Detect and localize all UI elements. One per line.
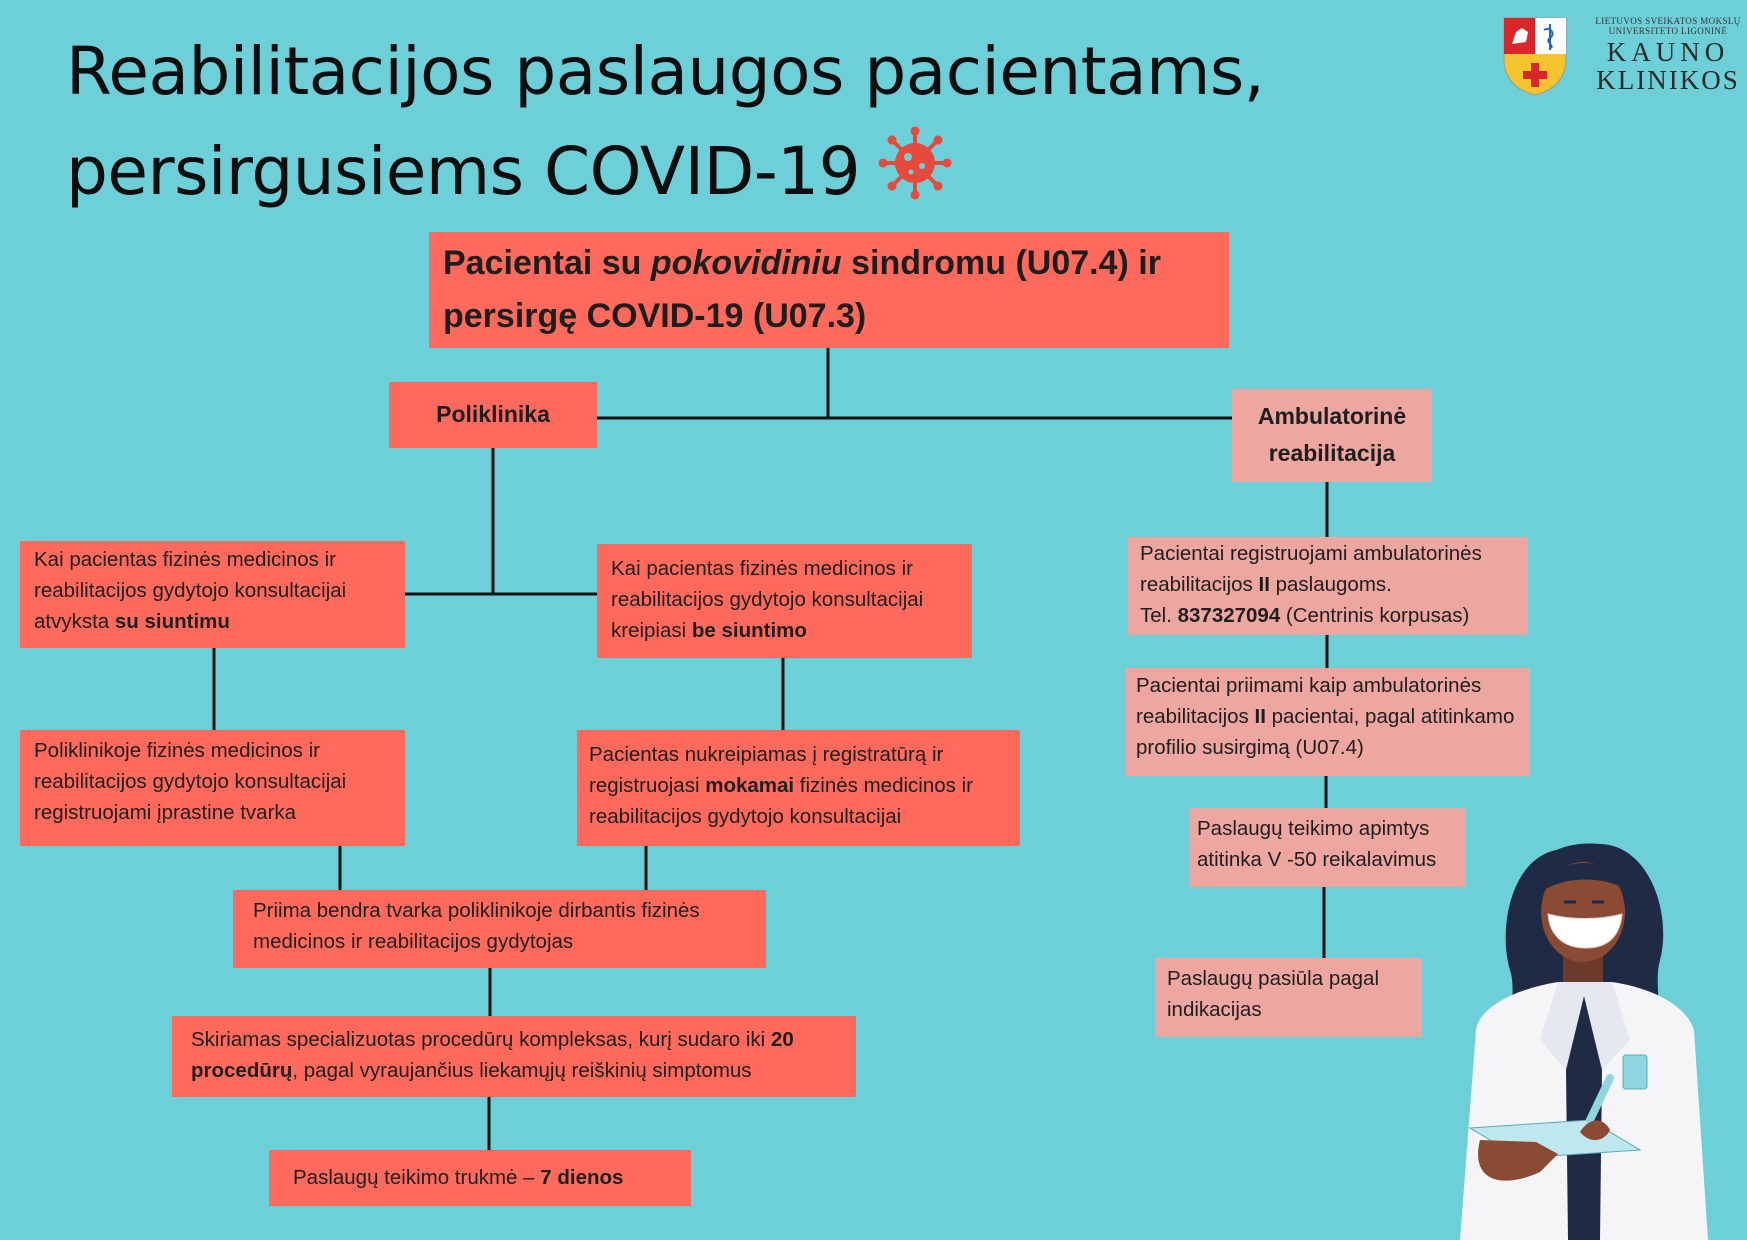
amb-reg-text-3: Tel. (1140, 604, 1178, 627)
amb-reg-text-4: (Centrinis korpusas) (1280, 604, 1470, 627)
scope-box: Paslaugų teikimo apimtys atitinka V -50 … (1189, 808, 1466, 887)
registered-normal-text: Poliklinikoje fizinės medicinos ir reabi… (34, 739, 347, 824)
with-referral-text: Kai pacientas fizinės medicinos ir reabi… (34, 548, 347, 633)
without-referral-box: Kai pacientas fizinės medicinos ir reabi… (597, 544, 972, 658)
amb-acc-text-1: Pacientai priimami kaip ambulatorinės re… (1136, 674, 1482, 728)
complex-bold: 20 procedūrų (191, 1028, 794, 1082)
duration-text: Paslaugų teikimo trukmė – (293, 1166, 541, 1189)
with-referral-bold: su siuntimu (114, 610, 230, 633)
amb-reg-text-2: paslaugoms. (1269, 573, 1392, 596)
root-text-1: Pacientai su (443, 244, 651, 282)
title-line-2-text: persirgusiems COVID-19 (66, 133, 861, 210)
paid-text-2: fizinės medicinos ir reabilitacijos gydy… (589, 774, 973, 828)
offer-text: Paslaugų pasiūla pagal indikacijas (1167, 967, 1379, 1021)
ambulatory-label: Ambulatorinė reabilitacija (1257, 403, 1407, 466)
root-box: Pacientai su pokovidiniu sindromu (U07.4… (429, 232, 1229, 348)
registered-normal-box: Poliklinikoje fizinės medicinos ir reabi… (20, 730, 405, 846)
logo-line-1: KAUNO (1606, 37, 1730, 67)
accepted-box: Priima bendra tvarka poliklinikoje dirba… (233, 890, 766, 968)
without-referral-bold: be siuntimo (691, 619, 807, 642)
ambulatory-accepted-box: Pacientai priimami kaip ambulatorinės re… (1126, 668, 1530, 776)
accepted-text: Priima bendra tvarka poliklinikoje dirba… (253, 899, 700, 953)
root-text-italic: pokovidiniu (650, 244, 842, 282)
amb-acc-bold: II (1254, 705, 1266, 728)
procedure-complex-box: Skiriamas specializuotas procedūrų kompl… (172, 1016, 856, 1097)
page-title: Reabilitacijos paslaugos pacientams, per… (66, 22, 1265, 222)
offer-box: Paslaugų pasiūla pagal indikacijas (1155, 958, 1422, 1037)
complex-text-2: , pagal vyraujančius liekamųjų reiškinių… (292, 1059, 752, 1082)
title-line-2: persirgusiems COVID-19 (66, 122, 1264, 222)
amb-reg-text-1: Pacientai registruojami ambulatorinės re… (1140, 542, 1482, 596)
paid-text-1: Pacientas nukreipiamas į registratūrą ir… (589, 743, 944, 797)
ambulatory-box: Ambulatorinė reabilitacija (1232, 389, 1432, 482)
poliklinika-label: Poliklinika (436, 401, 550, 427)
logo-line-2: KLINIKOS (1596, 65, 1740, 95)
complex-text-1: Skiriamas specializuotas procedūrų kompl… (191, 1028, 771, 1051)
amb-reg-bold: II (1258, 573, 1270, 596)
with-referral-box: Kai pacientas fizinės medicinos ir reabi… (20, 541, 405, 648)
duration-box: Paslaugų teikimo trukmė – 7 dienos (269, 1150, 691, 1206)
amb-acc-text-2: pacientai, pagal atitinkamo profilio sus… (1136, 705, 1515, 759)
virus-icon (878, 126, 952, 200)
kauno-klinikos-logo: LIETUVOS SVEIKATOS MOKSLŲ UNIVERSITETO L… (1502, 14, 1742, 98)
paid-bold: mokamai (705, 774, 795, 797)
root-text-2: sindromu (U07.4) ir persirgę COVID-19 (U… (443, 244, 1161, 335)
duration-bold: 7 dienos (540, 1166, 624, 1189)
coat-of-arms-icon (1503, 17, 1567, 96)
paid-consultation-box: Pacientas nukreipiamas į registratūrą ir… (577, 730, 1020, 846)
title-line-1: Reabilitacijos paslaugos pacientams, (66, 33, 1265, 110)
ambulatory-registered-box: Pacientai registruojami ambulatorinės re… (1128, 537, 1528, 635)
scope-text: Paslaugų teikimo apimtys atitinka V -50 … (1197, 817, 1437, 871)
doctor-illustration (1460, 843, 1708, 1240)
logo-top-text: LIETUVOS SVEIKATOS MOKSLŲ UNIVERSITETO L… (1595, 16, 1741, 36)
poliklinika-box: Poliklinika (389, 382, 597, 448)
without-referral-text: Kai pacientas fizinės medicinos ir reabi… (611, 557, 924, 642)
amb-reg-phone: 837327094 (1177, 604, 1281, 627)
